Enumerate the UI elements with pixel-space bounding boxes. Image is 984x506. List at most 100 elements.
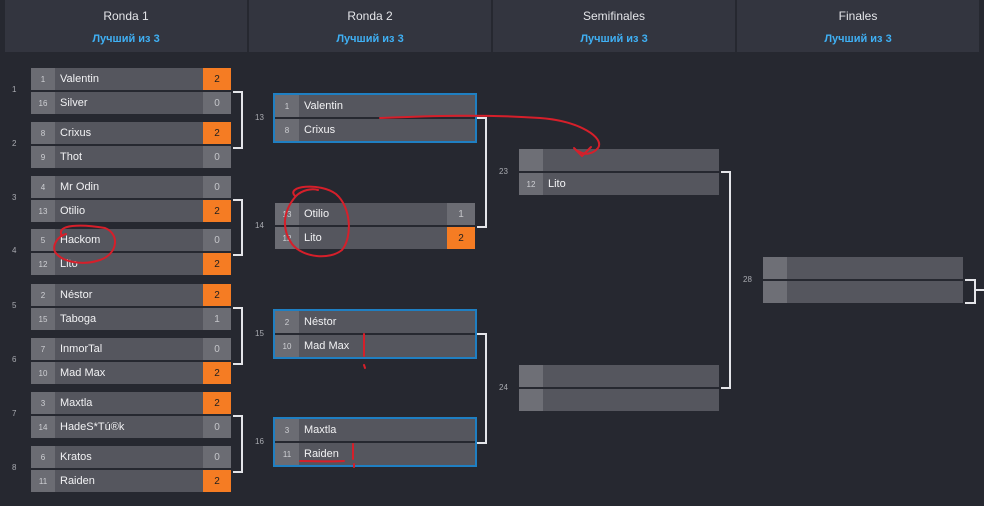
round-format[interactable]: Лучший из 3 (824, 33, 892, 45)
seed-number: 2 (31, 284, 55, 306)
match-slot[interactable]: 1 Valentin (275, 95, 475, 117)
bracket-connector (721, 171, 731, 389)
seed-number: 5 (31, 229, 55, 251)
player-name: Raiden (60, 475, 95, 487)
player-name: InmorTal (60, 343, 103, 355)
player-score: 0 (203, 416, 231, 438)
player-name: Kratos (60, 451, 92, 463)
match-number: 14 (255, 221, 264, 230)
match-slot[interactable] (519, 149, 719, 171)
seed-number: 1 (31, 68, 55, 90)
match-number: 1 (12, 85, 17, 94)
round-format[interactable]: Лучший из 3 (580, 33, 648, 45)
seed-number: 12 (31, 253, 55, 275)
player-score: 2 (203, 253, 231, 275)
match-card[interactable] (763, 257, 963, 303)
player-score: 0 (203, 176, 231, 198)
seed-number: 1 (275, 95, 299, 117)
match-number: 16 (255, 437, 264, 446)
player-score: 1 (447, 203, 475, 225)
player-name: Mr Odin (60, 181, 100, 193)
seed-number: 4 (31, 176, 55, 198)
match-slot[interactable] (763, 281, 963, 303)
seed-number: 6 (31, 446, 55, 468)
player-name: Taboga (60, 313, 97, 325)
seed-number: 7 (31, 338, 55, 360)
bracket-connector (477, 117, 487, 228)
seed-number: 11 (31, 470, 55, 492)
round-title: Finales (838, 9, 878, 23)
bracket-connector (477, 333, 487, 444)
player-score: 2 (203, 68, 231, 90)
player-name (787, 281, 963, 303)
round-title: Semifinales (582, 9, 646, 23)
player-name: Mad Max (60, 367, 106, 379)
player-name (543, 365, 719, 387)
match-slot[interactable]: 4 Mr Odin 0 (31, 176, 231, 198)
player-score: 2 (447, 227, 475, 249)
annotation-mark-madmax-dot (363, 364, 366, 369)
match-slot[interactable] (763, 257, 963, 279)
match-slot[interactable] (519, 365, 719, 387)
match-number: 24 (499, 383, 508, 392)
round-title: Ronda 2 (347, 9, 393, 23)
seed-number: 12 (519, 173, 543, 195)
round-format[interactable]: Лучший из 3 (336, 33, 404, 45)
player-score: 0 (203, 146, 231, 168)
seed-number: 8 (31, 122, 55, 144)
round-header-1: Ronda 1 Лучший из 3 (5, 0, 247, 52)
bracket-connector (233, 415, 243, 473)
seed-number (763, 257, 787, 279)
match-number: 13 (255, 113, 264, 122)
player-name: Valentin (304, 100, 343, 112)
player-score: 0 (203, 92, 231, 114)
player-name: Hackom (60, 234, 101, 246)
player-name: Thot (60, 151, 83, 163)
player-name (543, 149, 719, 171)
seed-number (763, 281, 787, 303)
player-name: Raiden (304, 448, 339, 460)
player-name: Néstor (60, 289, 93, 301)
match-card[interactable] (519, 365, 719, 411)
round-header-3: Semifinales Лучший из 3 (493, 0, 735, 52)
match-slot[interactable] (519, 389, 719, 411)
round-format[interactable]: Лучший из 3 (92, 33, 160, 45)
seed-number: 9 (31, 146, 55, 168)
match-slot[interactable]: 9 Thot 0 (31, 146, 231, 168)
